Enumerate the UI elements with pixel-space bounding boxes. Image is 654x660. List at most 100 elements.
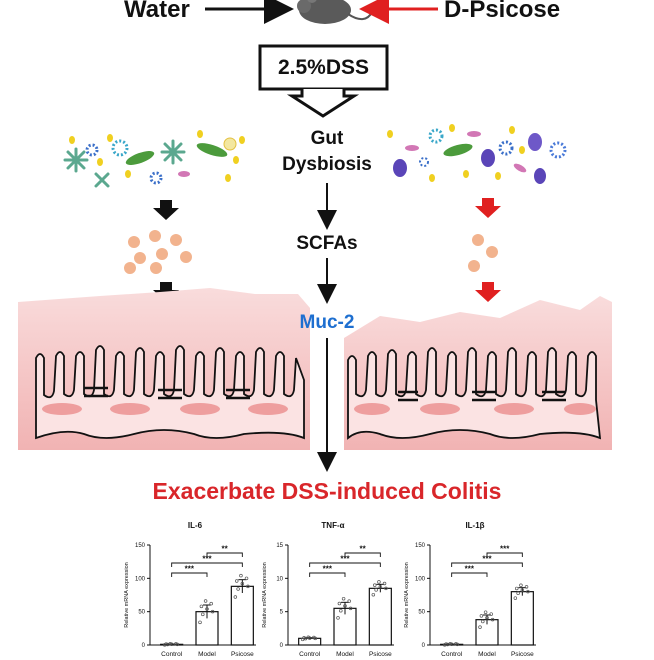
x-tick-label: Control	[441, 651, 463, 658]
data-point	[337, 601, 342, 606]
y-tick-label: 100	[135, 576, 146, 582]
y-tick-label: 150	[135, 543, 146, 549]
significance-label: **	[222, 545, 229, 554]
healthy-microbiota-cluster	[63, 130, 245, 188]
significance-label: **	[360, 545, 367, 554]
data-point	[485, 616, 489, 620]
significance-bracket	[451, 562, 523, 567]
dss-label: 2.5%DSS	[277, 56, 370, 79]
data-point	[384, 586, 388, 591]
y-tick-label: 15	[276, 543, 283, 549]
data-point	[483, 610, 488, 614]
data-point	[343, 604, 347, 608]
significance-bracket	[171, 572, 208, 577]
significance-label: ***	[482, 555, 492, 564]
data-point	[377, 580, 381, 584]
data-point	[336, 616, 340, 620]
data-point	[198, 620, 202, 625]
data-point	[348, 606, 353, 611]
data-point	[210, 609, 215, 614]
data-point	[445, 642, 450, 647]
data-point	[209, 601, 213, 606]
data-point	[165, 642, 170, 647]
x-tick-label: Psicose	[369, 651, 392, 658]
data-point	[233, 595, 238, 599]
right-scfa-pathway	[468, 198, 501, 302]
y-axis-label: Relative mRNA expression	[404, 562, 410, 627]
data-point	[201, 612, 205, 617]
data-point	[239, 573, 243, 578]
data-point	[303, 636, 308, 641]
significance-label: ***	[185, 565, 195, 574]
data-point	[519, 583, 523, 588]
x-tick-label: Model	[478, 651, 496, 658]
y-tick-label: 5	[280, 610, 284, 616]
data-point	[205, 607, 209, 611]
chart-title: IL-6	[188, 521, 203, 530]
significance-label: ***	[465, 565, 475, 574]
chart-title: TNF-α	[321, 521, 344, 530]
data-point	[244, 576, 249, 581]
y-tick-label: 50	[138, 610, 145, 616]
significance-bracket	[309, 562, 381, 567]
y-tick-label: 50	[418, 610, 425, 616]
conclusion-title: Exacerbate DSS-induced Colitis	[152, 478, 502, 504]
data-point	[347, 599, 351, 603]
data-point	[307, 636, 312, 640]
data-point	[199, 604, 204, 609]
left-scfa-pathway	[124, 200, 192, 302]
x-tick-label: Model	[198, 651, 216, 658]
data-point	[236, 587, 240, 591]
dysbiotic-microbiota-cluster	[387, 124, 567, 184]
data-point	[478, 625, 482, 629]
bar	[230, 585, 254, 646]
gut-label: Gut	[310, 128, 344, 149]
data-point	[516, 591, 520, 596]
water-label: Water	[124, 0, 190, 23]
data-point	[479, 614, 484, 618]
significance-label: ***	[202, 555, 212, 564]
significance-bracket	[344, 552, 381, 557]
damaged-tissue	[344, 296, 612, 450]
dysbiosis-label: Dysbiosis	[282, 154, 372, 175]
data-point	[234, 579, 239, 583]
y-tick-label: 100	[415, 576, 426, 582]
x-tick-label: Psicose	[511, 651, 534, 658]
y-axis-label: Relative mRNA expression	[124, 562, 130, 627]
chart-title: IL-1β	[465, 521, 484, 530]
data-point	[203, 599, 208, 603]
data-point	[513, 596, 518, 600]
data-point	[341, 596, 346, 601]
scfas-label: SCFAs	[296, 233, 358, 254]
data-point	[449, 642, 454, 646]
data-point	[524, 585, 529, 589]
y-tick-label: 150	[415, 543, 426, 549]
significance-label: ***	[323, 565, 333, 574]
data-point	[371, 592, 376, 597]
data-point	[169, 642, 174, 646]
data-point	[455, 642, 460, 647]
data-point	[246, 584, 250, 589]
psicose-label: D-Psicose	[444, 0, 561, 23]
data-point	[378, 584, 383, 589]
x-tick-label: Control	[161, 651, 183, 658]
data-point	[382, 581, 387, 586]
y-tick-label: 0	[142, 643, 146, 649]
bar	[368, 587, 392, 646]
data-point	[313, 636, 318, 641]
dss-box	[258, 44, 389, 118]
significance-bracket	[451, 572, 488, 577]
data-point	[339, 608, 343, 613]
data-point	[490, 617, 495, 622]
significance-bracket	[206, 552, 243, 557]
muc2-label: Muc-2	[299, 312, 355, 333]
y-tick-label: 10	[276, 576, 283, 582]
data-point	[514, 586, 519, 591]
y-tick-label: 0	[280, 643, 284, 649]
data-point	[374, 588, 378, 592]
significance-label: ***	[500, 545, 510, 554]
data-point	[372, 583, 377, 587]
y-tick-label: 0	[422, 643, 426, 649]
significance-bracket	[486, 552, 523, 557]
